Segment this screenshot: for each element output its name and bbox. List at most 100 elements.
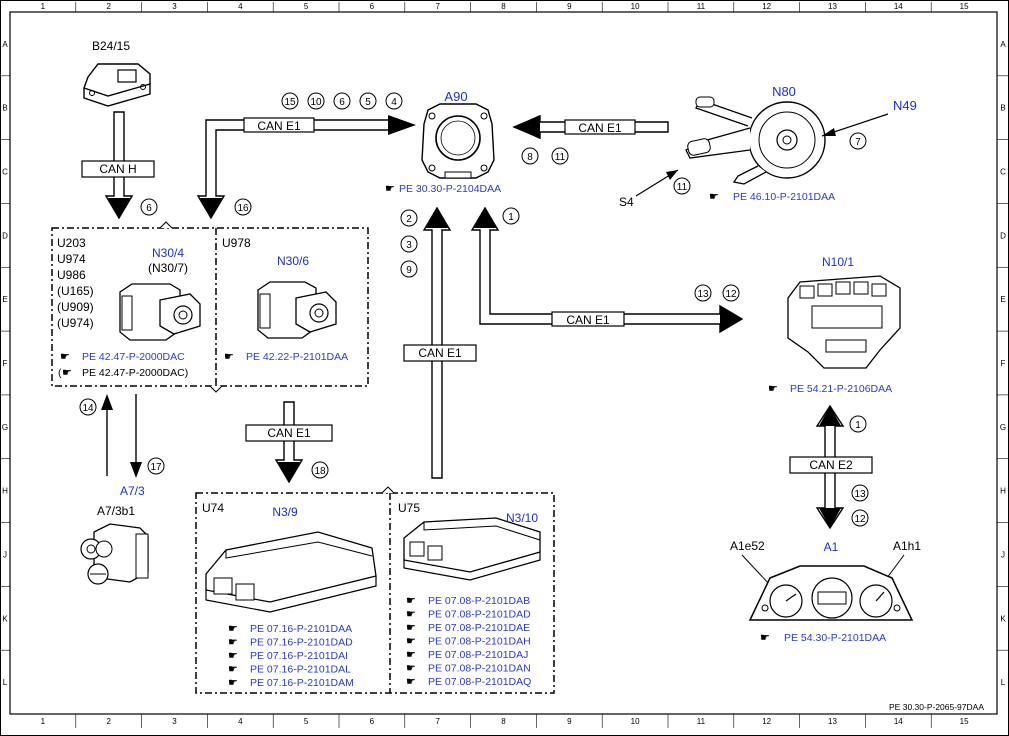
- svg-text:9: 9: [406, 265, 412, 276]
- grid-col-top: 14: [894, 2, 903, 11]
- ref-icon-n10-1: ☛: [768, 383, 778, 395]
- ref-icon: ☛: [228, 650, 238, 662]
- signals-n10-a1-down: 13 12: [851, 484, 869, 527]
- signal-n30-in: 16: [234, 198, 252, 216]
- can-e1-label-2: CAN E1: [578, 121, 622, 135]
- signal-circle: 4: [385, 92, 403, 110]
- svg-text:17: 17: [150, 462, 162, 473]
- grid-col-top: 5: [304, 2, 309, 11]
- grid-row-left: L: [3, 678, 8, 687]
- can-e1-arrow-n30: CAN E1: [196, 115, 416, 220]
- svg-text:6: 6: [146, 203, 152, 214]
- grid-col-top: 7: [435, 2, 440, 11]
- grid-col-bottom: 1: [41, 717, 46, 726]
- grid-row-left: C: [2, 168, 8, 177]
- n3-9-ref-list: ☛PE 07.16-P-2101DAA☛PE 07.16-P-2101DAD☛P…: [228, 623, 354, 689]
- grid-col-bottom: 7: [435, 717, 440, 726]
- n3-10-ref: PE 07.08-P-2101DAD: [428, 609, 531, 621]
- ref-icon: ☛: [406, 609, 416, 621]
- svg-text:5: 5: [365, 97, 371, 108]
- grid-col-top: 3: [172, 2, 177, 11]
- signal-circle: 3: [400, 235, 418, 253]
- can-e1-arrow-n80: CAN E1: [512, 114, 669, 140]
- n30-4-ref1: PE 42.47-P-2000DAC: [82, 351, 185, 363]
- svg-text:10: 10: [310, 97, 322, 108]
- grid-col-bottom: 13: [828, 717, 837, 726]
- a7-3b1-label: A7/3b1: [97, 504, 135, 518]
- n30-4-ref2: PE 42.47-P-2000DAC): [82, 367, 188, 379]
- signal-circle: 12: [722, 284, 740, 302]
- signal-circle: 11: [551, 147, 569, 165]
- ref-icon: ☛: [406, 595, 416, 607]
- grid-col-top: 1: [41, 2, 46, 11]
- n49-label: N49: [893, 98, 917, 113]
- n3-10-ref: PE 07.08-P-2101DAJ: [428, 649, 528, 661]
- can-e1-label-1: CAN E1: [257, 119, 301, 133]
- svg-text:12: 12: [854, 514, 866, 525]
- n49-callout: N49 7: [821, 98, 917, 150]
- a90-unit: A90 ☛ PE 30.30-P-2104DAA: [385, 89, 501, 195]
- grid-row-right: F: [1001, 359, 1006, 368]
- ref-icon: ☛: [228, 623, 238, 635]
- grid-col-bottom: 15: [960, 717, 969, 726]
- grid-col-bottom: 9: [567, 717, 572, 726]
- grid-row-right: E: [1000, 295, 1005, 304]
- n3-10-ref: PE 07.08-P-2101DAB: [428, 595, 530, 607]
- signals-top-row: 15 10 6 5 4: [281, 92, 403, 110]
- a7-3-unit: A7/3 A7/3b1: [80, 484, 149, 585]
- ref-icon-n30-4b: ☛: [62, 367, 72, 379]
- n3-10-label: N3/10: [506, 511, 538, 525]
- can-e1-arrow-a90-n10: CAN E1: [470, 206, 744, 334]
- a1h1-label: A1h1: [893, 539, 921, 553]
- footer-code: PE 30.30-P-2065-97DAA: [889, 702, 984, 712]
- signal-circle: 12: [851, 509, 869, 527]
- svg-text:1: 1: [855, 420, 861, 431]
- can-e2-label: CAN E2: [809, 458, 853, 472]
- grid-row-left: E: [2, 295, 7, 304]
- grid-row-left: B: [2, 104, 7, 113]
- svg-text:2: 2: [406, 214, 412, 225]
- grid-row-right: B: [1000, 104, 1005, 113]
- n3-10-ref: PE 07.08-P-2101DAH: [428, 636, 531, 648]
- n3-9-variant: U74: [202, 501, 224, 515]
- svg-text:6: 6: [339, 97, 345, 108]
- n30-4-variant: U203: [57, 236, 86, 250]
- n3-9-ref: PE 07.16-P-2101DAA: [250, 623, 352, 635]
- n80-label: N80: [772, 84, 796, 99]
- a7-3-label: A7/3: [120, 484, 145, 498]
- can-e1-label-3: CAN E1: [418, 346, 462, 360]
- signal-a90-up: 1: [502, 207, 520, 225]
- grid-row-right: H: [1000, 487, 1006, 496]
- n3-9-unit: U74 N3/9: [202, 501, 377, 613]
- n80-unit: N80 ☛ PE 46.10-P-2101DAA: [685, 84, 835, 203]
- can-h-arrow: CAN H: [81, 111, 155, 220]
- grid-row-right: K: [1000, 614, 1006, 623]
- n30-4-variant: (U909): [57, 300, 94, 314]
- grid-col-top: 8: [501, 2, 506, 11]
- ref-icon: ☛: [406, 676, 416, 688]
- n10-1-ref: PE 54.21-P-2106DAA: [790, 383, 892, 395]
- signal-circle: 2: [400, 209, 418, 227]
- svg-text:14: 14: [82, 403, 94, 414]
- grid-col-bottom: 11: [697, 717, 706, 726]
- svg-text:16: 16: [237, 203, 249, 214]
- n3-9-label: N3/9: [272, 505, 298, 519]
- grid-row-left: H: [2, 487, 8, 496]
- ref-icon: ☛: [406, 663, 416, 675]
- a1-label: A1: [824, 540, 839, 554]
- s4-callout: S4 11: [619, 169, 691, 209]
- grid-row-left: G: [2, 423, 8, 432]
- n80-ref: PE 46.10-P-2101DAA: [733, 191, 835, 203]
- a90-ref: PE 30.30-P-2104DAA: [399, 183, 501, 195]
- n30-4-label: N30/4: [152, 246, 184, 260]
- signal-circle: 13: [851, 484, 869, 502]
- n30-4-unit: N30/4 (N30/7) ☛ PE 42.47-P-2000DAC ( ☛ P…: [58, 246, 201, 379]
- ref-icon: ☛: [406, 636, 416, 648]
- svg-text:15: 15: [284, 97, 296, 108]
- n3-group-box: [195, 486, 555, 694]
- ref-icon-a90: ☛: [385, 183, 395, 195]
